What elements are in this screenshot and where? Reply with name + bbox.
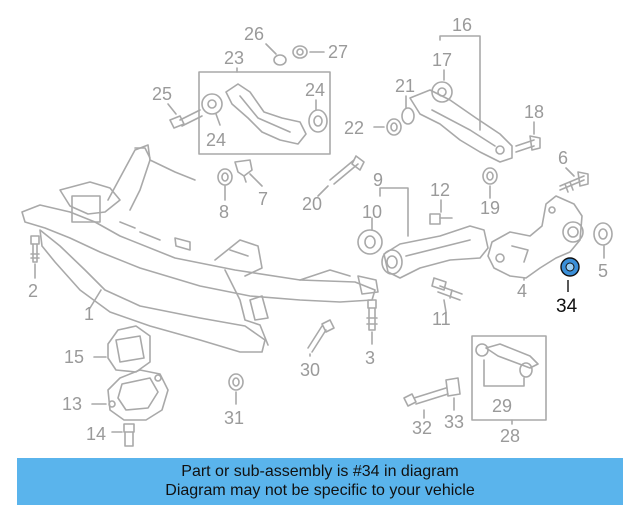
callout-12: 12 <box>430 180 450 200</box>
knuckle-4[interactable] <box>487 195 584 279</box>
callout-31: 31 <box>224 408 244 428</box>
callout-3: 3 <box>365 348 375 368</box>
bolt-32[interactable] <box>403 387 449 407</box>
callout-14: 14 <box>86 424 106 444</box>
bolt-3[interactable] <box>366 299 378 331</box>
trailing-arm-16[interactable] <box>409 89 513 163</box>
callout-23: 23 <box>224 48 244 68</box>
bolt-20[interactable] <box>329 155 365 185</box>
callout-26: 26 <box>244 24 264 44</box>
plate-33[interactable] <box>445 377 461 397</box>
bushing-10[interactable] <box>357 229 383 255</box>
rear-subframe[interactable] <box>21 144 379 353</box>
callout-13: 13 <box>62 394 82 414</box>
bolt-14[interactable] <box>123 423 135 447</box>
callout-21: 21 <box>395 76 415 96</box>
bolt-2[interactable] <box>30 235 40 263</box>
callout-4: 4 <box>517 281 527 301</box>
banner-line-part: Part or sub-assembly is #34 in diagram <box>181 463 459 480</box>
callout-32: 32 <box>412 418 432 438</box>
bolt-11[interactable] <box>431 277 463 301</box>
mount-13[interactable] <box>107 369 169 421</box>
highlighted-part-34[interactable] <box>560 257 580 292</box>
bushing-24-right[interactable] <box>308 109 328 133</box>
nut-31[interactable] <box>228 373 244 391</box>
callout-25: 25 <box>152 84 172 104</box>
leader-25 <box>167 103 177 115</box>
leader-16 <box>439 35 481 131</box>
callout-5: 5 <box>598 261 608 281</box>
callout-11: 11 <box>432 309 451 329</box>
callout-30: 30 <box>300 360 320 380</box>
callout-1: 1 <box>84 304 94 324</box>
leader-7 <box>249 173 263 187</box>
callout-24-left: 24 <box>206 130 226 150</box>
bolt-12[interactable] <box>429 213 453 225</box>
callout-10: 10 <box>362 202 382 222</box>
lower-arm-9[interactable] <box>381 225 489 279</box>
leader-11 <box>443 299 447 313</box>
callout-7: 7 <box>258 189 268 209</box>
notice-banner: Part or sub-assembly is #34 in diagram D… <box>17 458 623 505</box>
upper-arm-23[interactable] <box>225 83 307 145</box>
leader-6 <box>565 167 575 177</box>
bushing-24-left[interactable] <box>201 93 223 115</box>
leader-20 <box>317 185 329 197</box>
callout-6: 6 <box>558 148 568 168</box>
leader-29 <box>483 359 525 387</box>
link-29[interactable] <box>475 343 539 378</box>
washer-26[interactable] <box>273 54 287 66</box>
bolt-6[interactable] <box>559 171 589 193</box>
bolt-30[interactable] <box>307 319 335 353</box>
bushing-5[interactable] <box>593 222 613 246</box>
bushing-17[interactable] <box>431 81 453 103</box>
nut-8[interactable] <box>217 168 233 186</box>
mount-15[interactable] <box>107 325 151 373</box>
callout-20: 20 <box>302 194 322 214</box>
washer-21[interactable] <box>401 107 415 125</box>
leader-26 <box>265 43 277 55</box>
bolt-25[interactable] <box>169 109 203 129</box>
nut-22[interactable] <box>386 118 402 136</box>
box-28 <box>471 335 547 421</box>
callout-19: 19 <box>480 198 500 218</box>
bolt-18[interactable] <box>515 135 541 153</box>
callout-9: 9 <box>373 170 383 190</box>
nut-27[interactable] <box>292 45 308 59</box>
callout-27: 27 <box>328 42 348 62</box>
callout-2: 2 <box>28 281 38 301</box>
callout-8: 8 <box>219 202 229 222</box>
callout-18: 18 <box>524 102 544 122</box>
callout-16: 16 <box>452 15 472 35</box>
box-23 <box>198 71 331 155</box>
clip-7[interactable] <box>234 159 253 183</box>
callout-28: 28 <box>500 426 520 446</box>
banner-line-disclaimer: Diagram may not be specific to your vehi… <box>165 482 475 499</box>
callout-34: 34 <box>556 296 578 317</box>
callout-22: 22 <box>344 118 364 138</box>
callout-15: 15 <box>64 347 84 367</box>
leader-9 <box>379 187 409 237</box>
callout-24-right: 24 <box>305 80 325 100</box>
leader-24a <box>215 113 221 126</box>
leader-1 <box>89 289 102 309</box>
callout-29: 29 <box>492 396 512 416</box>
callout-17: 17 <box>432 50 452 70</box>
nut-19[interactable] <box>482 167 498 185</box>
callout-33: 33 <box>444 412 464 432</box>
